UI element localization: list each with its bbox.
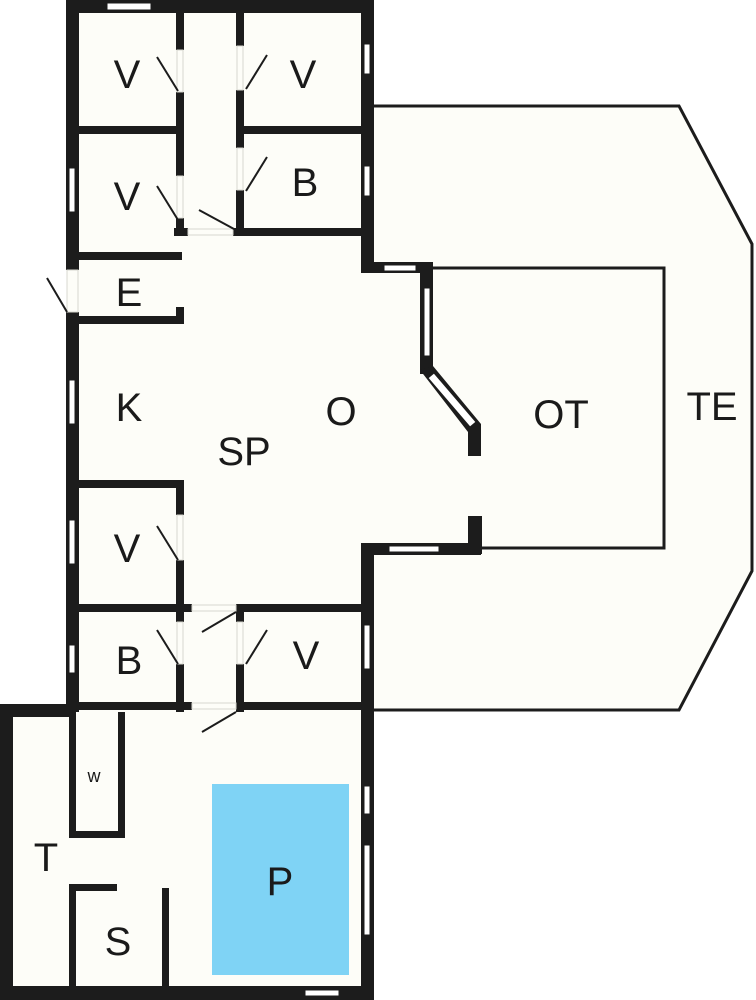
room-label-sauna: S <box>104 920 132 964</box>
window <box>304 989 340 997</box>
windows <box>68 2 477 997</box>
room-label-dining: SP <box>217 430 271 474</box>
window <box>363 165 371 197</box>
window <box>388 545 440 553</box>
window <box>427 372 477 428</box>
window <box>68 167 76 213</box>
window <box>383 264 417 272</box>
window <box>363 785 371 815</box>
room-label-living: O <box>325 390 357 434</box>
window <box>423 287 431 357</box>
room-label-kitchen: K <box>115 386 143 430</box>
window <box>106 2 152 11</box>
door-openings <box>66 45 244 710</box>
covered-terrace-ot-area <box>428 266 666 550</box>
room-label-bedroom: V <box>113 527 141 571</box>
house-upper-floor <box>68 2 370 270</box>
house-lower-floor <box>68 540 370 710</box>
room-label-bedroom: V <box>113 53 141 97</box>
room-label-bedroom: V <box>113 175 141 219</box>
window <box>363 844 371 936</box>
room-label-bedroom: V <box>292 634 320 678</box>
window <box>68 379 76 425</box>
window <box>68 644 76 674</box>
window <box>363 43 371 75</box>
room-label-bathroom: B <box>115 639 143 683</box>
room-label-wc: w <box>87 766 101 786</box>
room-label-bedroom: V <box>289 53 317 97</box>
room-label-pool: P <box>266 860 294 904</box>
room-label-technical: T <box>33 836 59 880</box>
room-label-covered-terrace: OT <box>533 393 589 437</box>
room-label-terrace: TE <box>686 385 738 429</box>
door-swings <box>46 54 268 733</box>
room-label-bathroom: B <box>291 161 319 205</box>
window <box>68 519 76 565</box>
pool <box>212 784 349 975</box>
room-label-entrance: E <box>115 271 143 315</box>
window <box>363 624 371 670</box>
